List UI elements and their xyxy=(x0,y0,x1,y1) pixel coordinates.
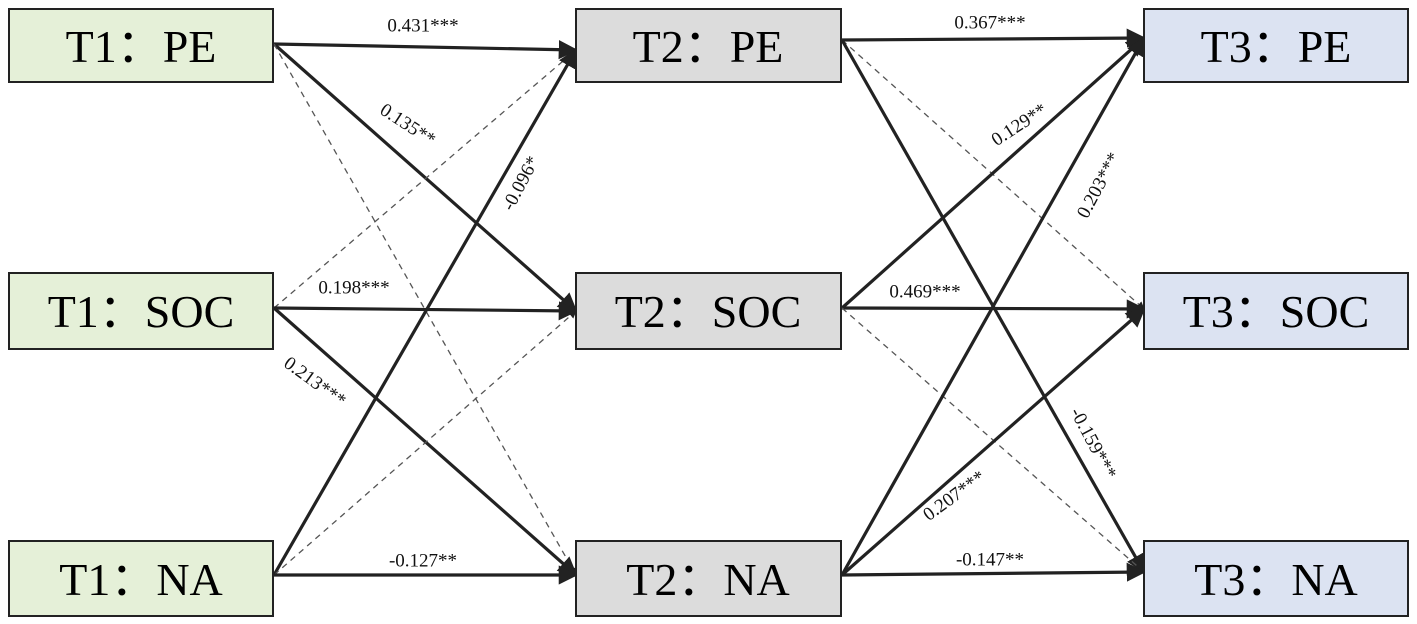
node-t2-soc: T2：SOC xyxy=(575,272,842,350)
path-coefficient-label: 0.198*** xyxy=(318,277,389,298)
node-t3-soc: T3：SOC xyxy=(1143,272,1409,350)
path-coefficient-label: -0.147** xyxy=(956,549,1024,570)
path-arrow-t1-na-to-t2-pe xyxy=(272,48,578,576)
node-label: T2：SOC xyxy=(615,286,802,337)
path-arrow-t1-na-to-t2-soc xyxy=(273,310,577,576)
node-label: T1：PE xyxy=(66,21,217,72)
node-t2-na: T2：NA xyxy=(575,540,842,617)
node-label: T2：NA xyxy=(626,554,790,605)
path-coefficient-label: 0.203*** xyxy=(1073,149,1125,222)
node-box xyxy=(1143,272,1409,350)
node-t1-na: T1：NA xyxy=(8,540,274,617)
path-coefficient-label: 0.129** xyxy=(988,99,1051,150)
node-t1-pe: T1：PE xyxy=(8,8,274,83)
path-coefficient-label: 0.431*** xyxy=(387,15,458,36)
node-label: T1：NA xyxy=(59,554,223,605)
node-label: T3：PE xyxy=(1201,21,1352,72)
path-coefficient-label: 0.367*** xyxy=(954,12,1025,33)
node-box xyxy=(575,272,842,350)
node-box xyxy=(575,540,842,617)
node-t3-pe: T3：PE xyxy=(1143,8,1409,83)
variable-boxes: T1：PE T1：SOC T1：NA T2：PE T2：SOC T2：NA T3… xyxy=(8,8,1409,617)
path-arrow-t1-pe-to-t2-pe xyxy=(273,40,578,60)
path-coefficient-label: 0.469*** xyxy=(889,281,960,302)
path-arrow-t2-pe-to-t3-pe xyxy=(841,28,1146,48)
node-box xyxy=(1143,8,1409,83)
path-coefficient-label: 0.213*** xyxy=(280,353,350,412)
node-label: T3：SOC xyxy=(1183,286,1370,337)
path-arrow-t2-na-to-t3-pe xyxy=(840,36,1146,576)
path-arrow-t1-soc-to-t2-pe xyxy=(273,49,577,309)
node-label: T2：PE xyxy=(633,21,784,72)
path-coefficient-label: -0.159*** xyxy=(1066,404,1121,482)
node-box xyxy=(8,540,274,617)
path-arrow-t2-soc-to-t3-pe xyxy=(840,36,1146,310)
node-t3-na: T3：NA xyxy=(1143,540,1409,617)
node-label: T1：SOC xyxy=(48,286,235,337)
path-arrow-t1-soc-to-t2-na xyxy=(272,306,578,577)
node-t2-pe: T2：PE xyxy=(575,8,842,83)
node-box xyxy=(1143,540,1409,617)
path-coefficient-label: -0.096* xyxy=(498,153,544,215)
path-arrow-t1-pe-to-t2-soc xyxy=(272,42,578,313)
node-label: T3：NA xyxy=(1194,554,1358,605)
node-box xyxy=(8,272,274,350)
path-arrow-t2-na-to-t3-na xyxy=(841,562,1146,582)
node-box xyxy=(8,8,274,83)
path-arrow-t2-na-to-t3-soc xyxy=(840,307,1146,577)
node-t1-soc: T1：SOC xyxy=(8,272,274,350)
node-box xyxy=(575,8,842,83)
path-coefficient-label: -0.127** xyxy=(389,550,457,571)
path-arrows xyxy=(272,28,1146,585)
path-arrow-t1-pe-to-t2-na xyxy=(273,43,577,576)
